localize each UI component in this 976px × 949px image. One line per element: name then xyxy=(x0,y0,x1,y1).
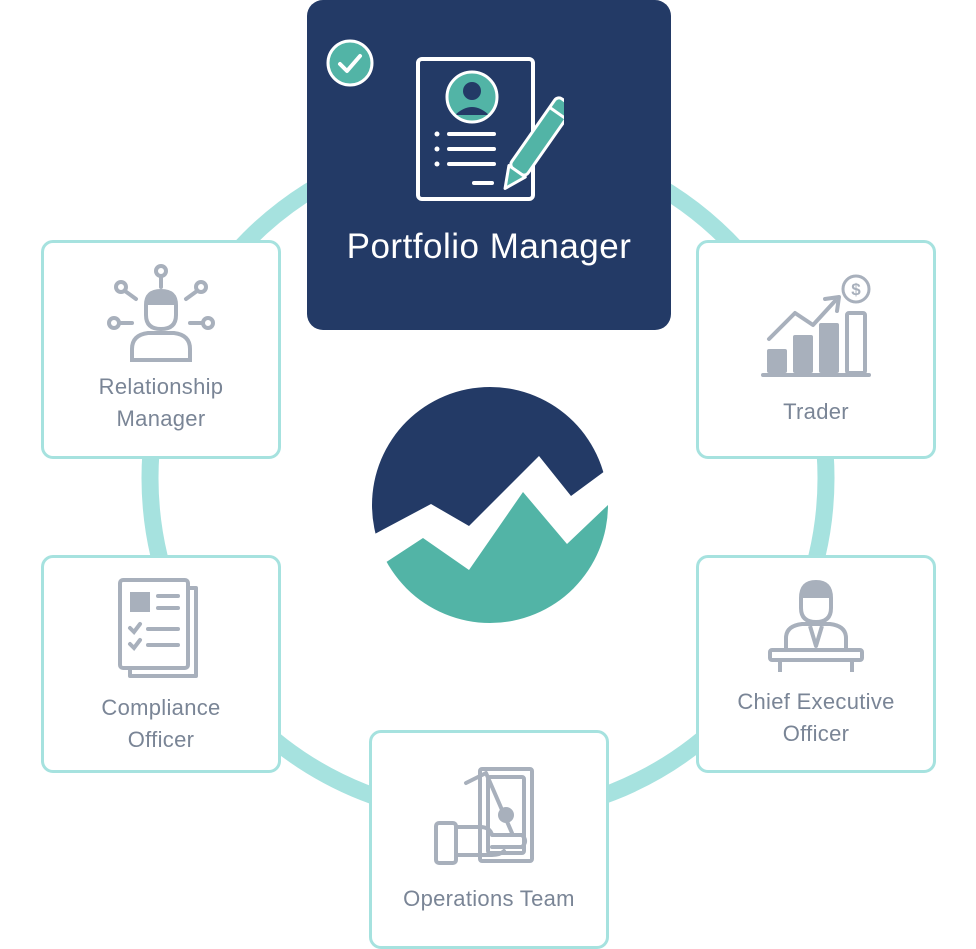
role-label-line1: Compliance xyxy=(101,695,221,720)
role-label-line2: Officer xyxy=(782,721,850,746)
role-card-chief-executive-officer[interactable]: Chief Executive Officer xyxy=(696,555,936,773)
checklist-document-icon xyxy=(118,578,198,678)
network-person-icon xyxy=(107,264,215,362)
role-label-line1: Chief Executive xyxy=(737,689,895,714)
resume-pen-icon xyxy=(416,57,564,201)
mountain-chart-logo xyxy=(372,387,608,623)
role-card-operations-team[interactable]: Operations Team xyxy=(369,730,609,949)
role-card-relationship-manager[interactable]: Relationship Manager xyxy=(41,240,281,459)
person-podium-icon xyxy=(768,580,864,672)
cash-in-hand-icon xyxy=(434,767,534,865)
checkmark-icon xyxy=(326,39,374,87)
role-label-line1: Relationship xyxy=(98,374,224,399)
role-label: Portfolio Manager xyxy=(346,227,632,266)
role-label-line1: Operations Team xyxy=(403,886,575,911)
growth-chart-dollar-icon: $ xyxy=(761,274,871,377)
role-label-line2: Officer xyxy=(127,727,195,752)
role-card-portfolio-manager[interactable]: Portfolio Manager xyxy=(307,0,671,330)
role-card-trader[interactable]: $ Trader xyxy=(696,240,936,459)
role-label-line2: Manager xyxy=(116,406,206,431)
role-label-line1: Trader xyxy=(783,399,849,424)
svg-text:$: $ xyxy=(851,280,861,299)
role-card-compliance-officer[interactable]: Compliance Officer xyxy=(41,555,281,773)
